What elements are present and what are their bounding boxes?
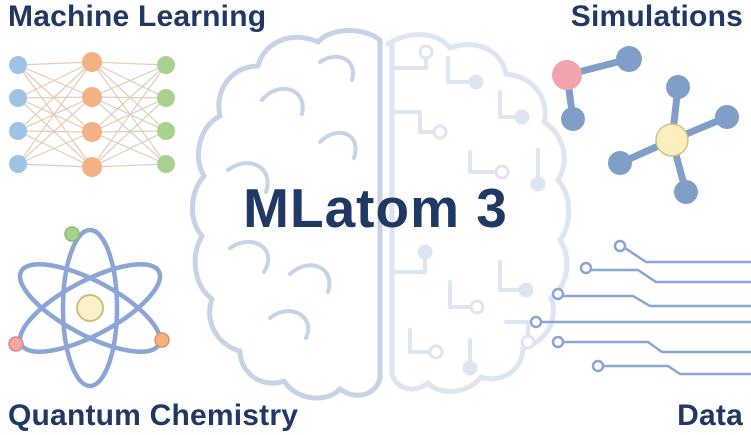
label-simulations: Simulations bbox=[570, 0, 743, 33]
neural-network-icon bbox=[9, 52, 175, 177]
label-data: Data bbox=[677, 399, 743, 432]
label-machine-learning: Machine Learning bbox=[8, 0, 267, 33]
molecule-icons bbox=[552, 46, 739, 204]
page-title: MLatom 3 bbox=[243, 177, 508, 239]
label-quantum-chemistry: Quantum Chemistry bbox=[8, 399, 299, 432]
brain-illustration bbox=[189, 27, 572, 401]
circuit-data-icon bbox=[529, 239, 751, 376]
atom-icon bbox=[8, 226, 170, 389]
